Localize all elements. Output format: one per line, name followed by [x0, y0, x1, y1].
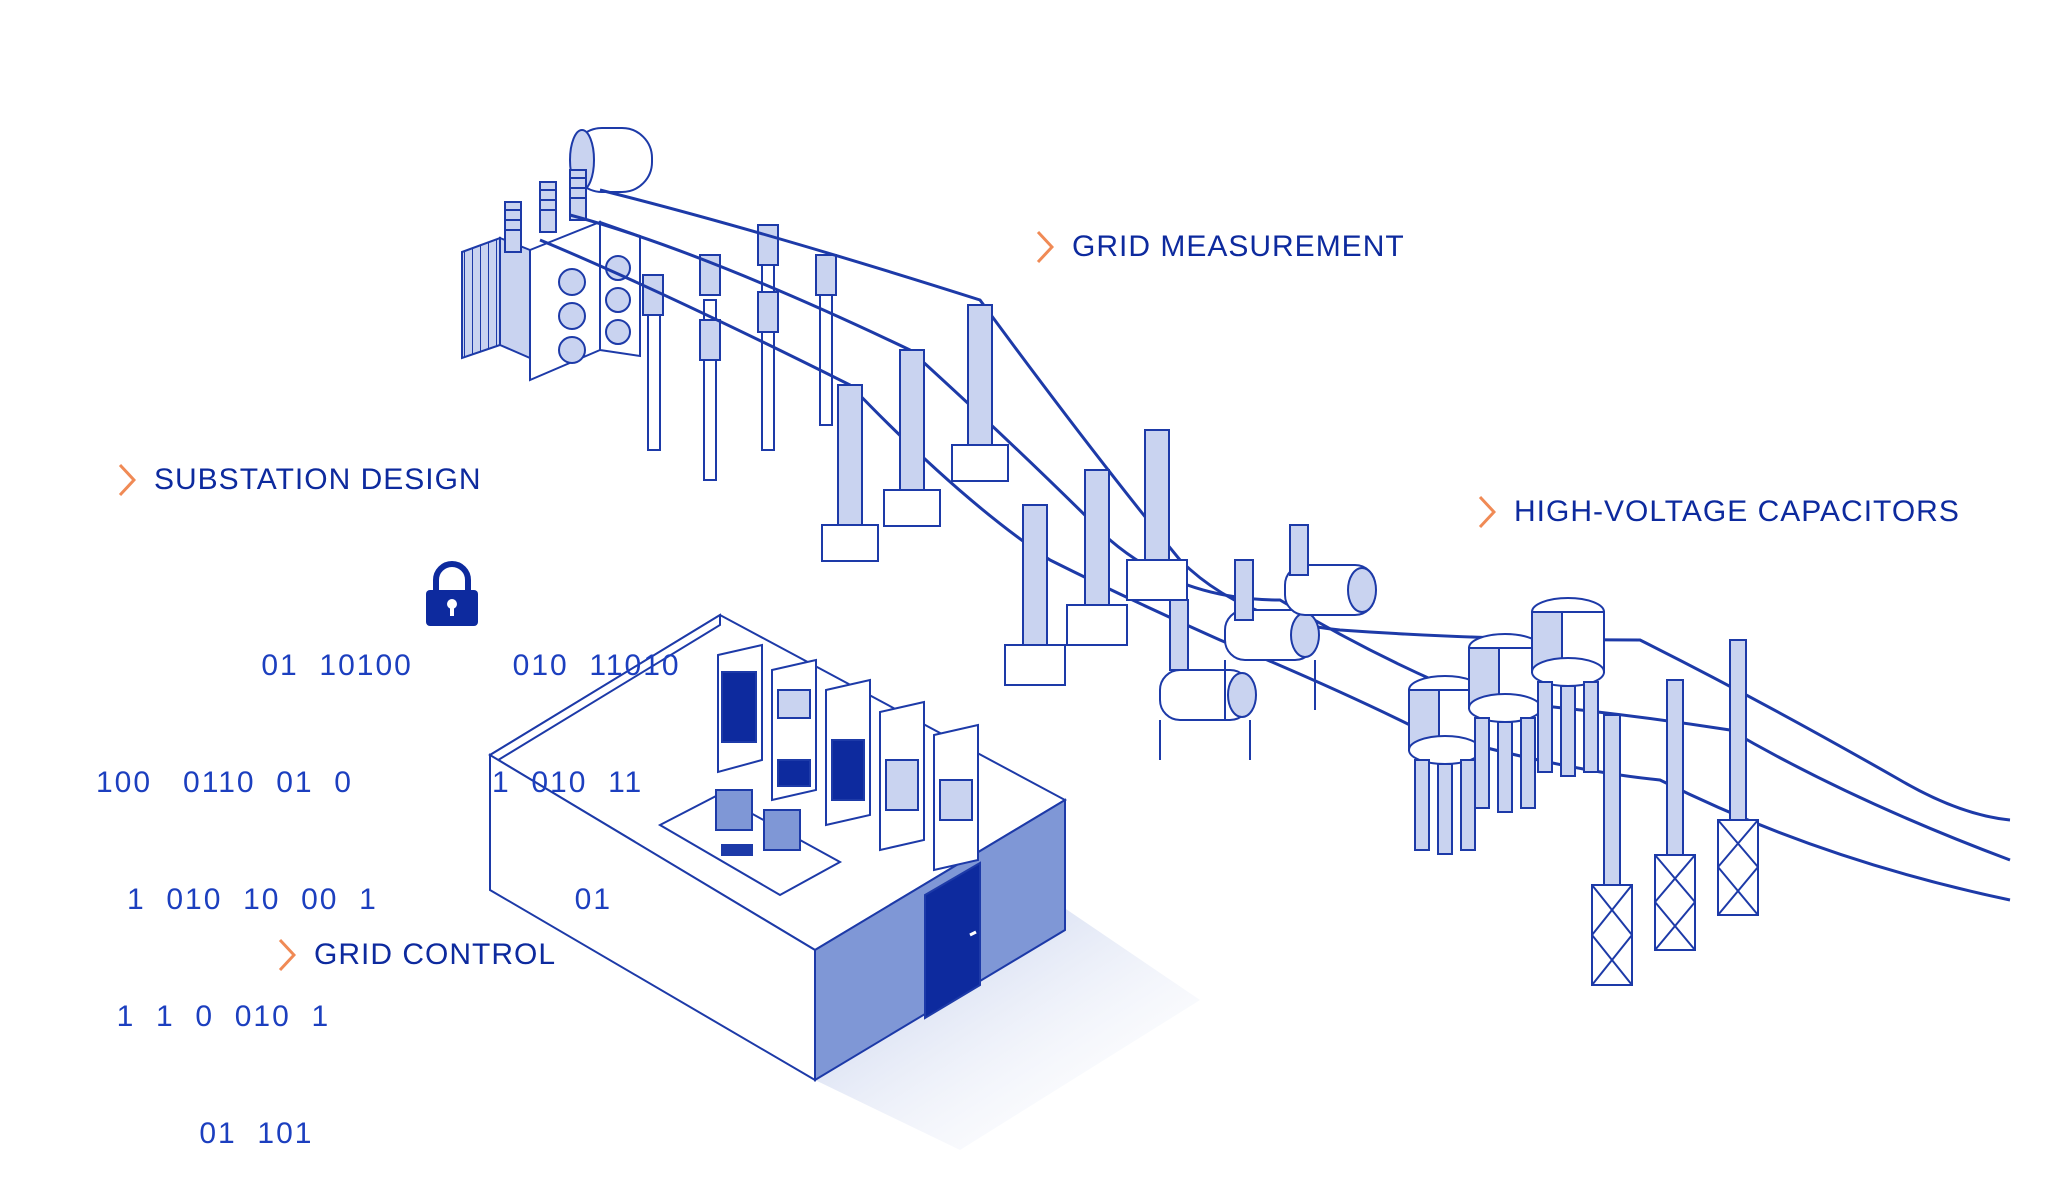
label-text: GRID CONTROL: [314, 938, 557, 971]
binary-line: 1 1 0 010 1: [96, 1000, 331, 1033]
insulator-columns: [821, 304, 1188, 686]
support-poles: [642, 224, 837, 481]
label-text: GRID MEASUREMENT: [1072, 230, 1405, 263]
binary-data-left: 01 10100 100 0110 01 0 1 010 10 00 1 1 1…: [96, 568, 413, 1192]
binary-line: 01: [492, 883, 613, 916]
binary-data-right: 010 11010 1 010 11 01: [492, 568, 681, 958]
binary-line: 1 010 11: [492, 766, 644, 799]
label-high-voltage-capacitors[interactable]: HIGH-VOLTAGE CAPACITORS: [1478, 495, 1960, 529]
label-substation-design[interactable]: SUBSTATION DESIGN: [118, 463, 482, 497]
binary-line: 100 0110 01 0: [96, 766, 353, 799]
label-grid-control[interactable]: GRID CONTROL: [278, 938, 556, 972]
binary-line: 01 10100: [96, 649, 413, 682]
chevron-right-icon: [1036, 230, 1054, 264]
binary-line: 01 101: [96, 1117, 314, 1150]
chevron-right-icon: [278, 938, 296, 972]
chevron-right-icon: [118, 463, 136, 497]
transformer: [461, 127, 653, 382]
lock-icon: [426, 561, 478, 626]
control-building: [488, 613, 1200, 1150]
binary-line: 010 11010: [492, 649, 681, 682]
circuit-breakers: [1159, 524, 1377, 760]
chevron-right-icon: [1478, 495, 1496, 529]
binary-line: 1 010 10 00 1: [96, 883, 378, 916]
label-text: SUBSTATION DESIGN: [154, 463, 482, 496]
label-text: HIGH-VOLTAGE CAPACITORS: [1514, 495, 1960, 528]
capacitor-banks: [1408, 597, 1605, 855]
substation-illustration: [426, 127, 2011, 1150]
lattice-towers: [1591, 639, 1759, 986]
label-grid-measurement[interactable]: GRID MEASUREMENT: [1036, 230, 1405, 264]
